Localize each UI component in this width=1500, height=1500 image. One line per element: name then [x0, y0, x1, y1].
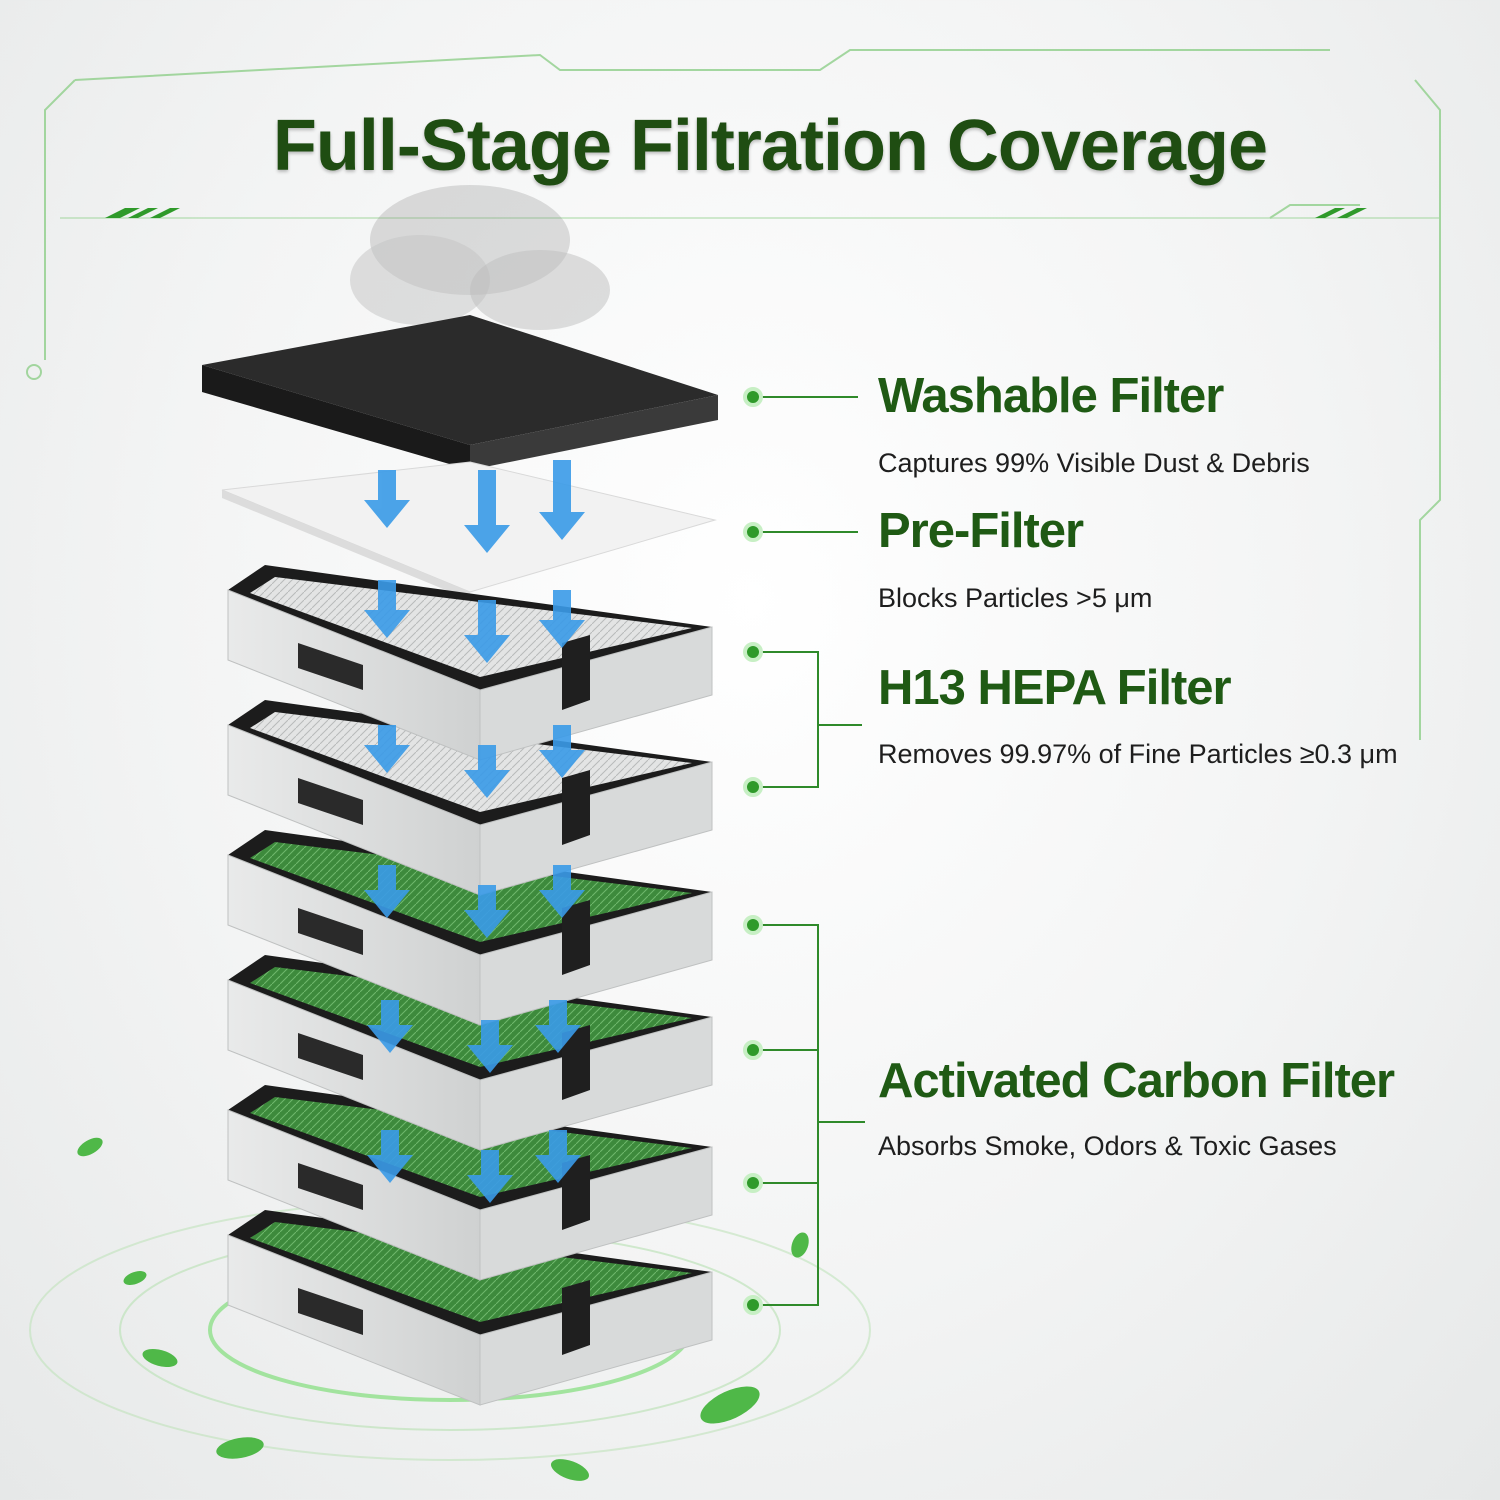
washable-filter-description: Captures 99% Visible Dust & Debris — [878, 448, 1310, 478]
carbon-filter-label: Activated Carbon Filter — [878, 1054, 1395, 1108]
pre-filter-description: Blocks Particles >5 μm — [878, 583, 1153, 613]
hepa-filter-layer — [227, 565, 713, 761]
smoke-icon — [350, 185, 610, 330]
connector-dot — [743, 777, 763, 797]
carbon-filter-description: Absorbs Smoke, Odors & Toxic Gases — [878, 1131, 1337, 1161]
carbon-filter-layer — [227, 830, 713, 1026]
connector-dot — [743, 387, 763, 407]
connector-dot — [743, 642, 763, 662]
pre-filter-label: Pre-Filter — [878, 504, 1084, 558]
connector-dot — [743, 1295, 763, 1315]
carbon-filter-layer — [227, 1085, 713, 1281]
connector-dot — [743, 1173, 763, 1193]
hepa-filter-description: Removes 99.97% of Fine Particles ≥0.3 μm — [878, 739, 1398, 769]
washable-filter-layer — [202, 315, 718, 470]
page-title: Full-Stage Filtration Coverage — [272, 106, 1268, 186]
connector-dot — [743, 915, 763, 935]
connector-dot — [743, 1040, 763, 1060]
leaf-icon — [77, 1137, 809, 1481]
connector-dot — [743, 522, 763, 542]
airflow-arrow-icon — [364, 460, 585, 1203]
washable-filter-label: Washable Filter — [878, 369, 1224, 423]
hepa-filter-label: H13 HEPA Filter — [878, 661, 1232, 715]
hepa-filter-layer — [227, 700, 713, 896]
